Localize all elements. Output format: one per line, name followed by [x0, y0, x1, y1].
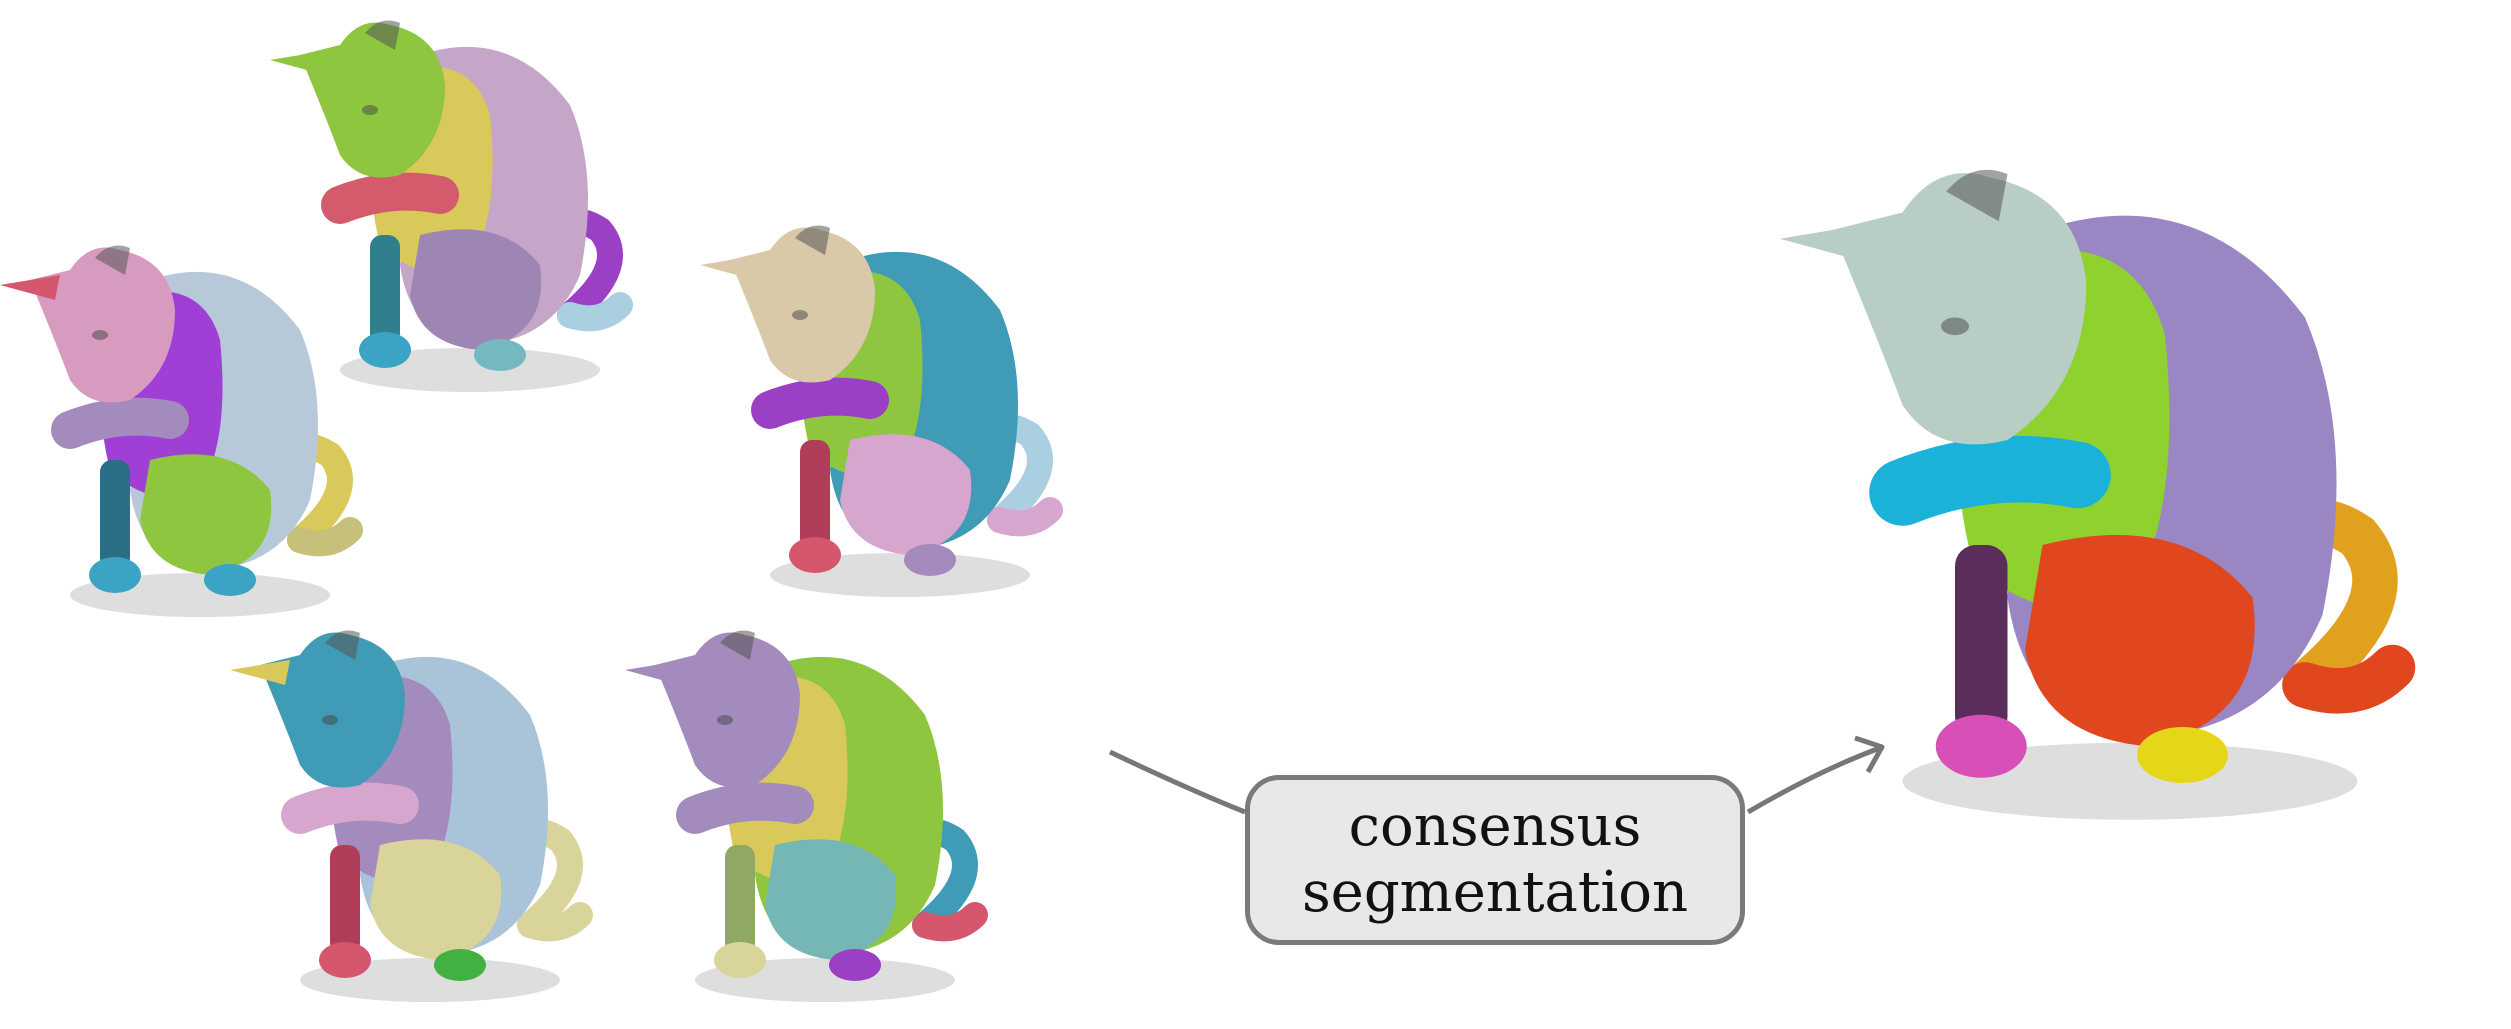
cat-tail-tip [2282, 644, 2416, 714]
cat-tail-tip [912, 902, 988, 942]
input-cat-2 [0, 245, 363, 617]
cat-hind-paw [2137, 727, 2228, 783]
cat-thigh [140, 454, 272, 575]
cat-tail-tip [987, 497, 1063, 537]
cat-eye [1941, 317, 1969, 335]
cat-front-leg [800, 440, 830, 550]
cat-eye [322, 715, 338, 725]
label-line-1: consensus [1348, 794, 1642, 859]
cat-eye [362, 105, 378, 115]
input-cat-4 [230, 630, 593, 1002]
arrow-out-line [1746, 745, 1881, 815]
consensus-cat [1780, 169, 2416, 820]
cat-front-paw [359, 332, 411, 368]
cat-thigh [765, 839, 897, 960]
cat-front-leg [370, 235, 400, 345]
arrow-out [1746, 735, 1885, 815]
cat-ear-tip [1780, 221, 1885, 265]
arrow-out-head [1854, 735, 1885, 774]
cat-front-paw [319, 942, 371, 978]
input-cat-3 [700, 225, 1063, 597]
cat-raised-foreleg [321, 172, 459, 224]
cat-front-paw [714, 942, 766, 978]
cat-ear-tip [230, 660, 290, 685]
cat-raised-foreleg [281, 782, 419, 834]
cat-front-paw [1935, 714, 2027, 778]
cat-hind-paw [204, 564, 256, 596]
cats-layer [0, 20, 2416, 1002]
cat-ear-tip [270, 50, 330, 75]
cat-front-leg [100, 460, 130, 570]
cat-ear-tip [700, 255, 760, 280]
cat-front-leg [330, 845, 360, 955]
cat-hind-paw [434, 949, 486, 981]
cat-thigh [370, 839, 502, 960]
arrow-in [1108, 749, 1246, 815]
cat-ear [95, 245, 130, 275]
cat-thigh [2025, 535, 2255, 747]
cat-front-leg [1955, 545, 2008, 738]
cat-ear-tip [625, 660, 685, 685]
cat-raised-foreleg [751, 377, 889, 429]
cat-hind-paw [474, 339, 526, 371]
cat-tail-tip [287, 517, 363, 557]
cat-head [1832, 173, 2087, 445]
cat-head [730, 227, 875, 383]
cat-head [300, 22, 445, 178]
cat-hind-paw [829, 949, 881, 981]
input-cat-5 [625, 630, 988, 1002]
cat-thigh [410, 229, 542, 350]
cat-ear [795, 225, 830, 255]
cat-ear [365, 20, 400, 50]
label-line-2: segmentation [1301, 860, 1689, 925]
cat-ear-tip [0, 275, 60, 300]
cat-eye [792, 310, 808, 320]
cat-raised-foreleg [676, 782, 814, 834]
cat-head [260, 632, 405, 788]
cat-front-leg [725, 845, 755, 955]
cat-ear [1946, 169, 2008, 222]
cat-hind-paw [904, 544, 956, 576]
cat-front-paw [89, 557, 141, 593]
cat-head [30, 247, 175, 403]
cat-ear [325, 630, 360, 660]
consensus-segmentation-box: consensus segmentation [1245, 775, 1745, 945]
arrow-in-line [1108, 749, 1246, 815]
cat-head [655, 632, 800, 788]
cat-eye [92, 330, 108, 340]
cat-ear [720, 630, 755, 660]
cat-raised-foreleg [1869, 435, 2111, 526]
cat-front-paw [789, 537, 841, 573]
cat-tail-tip [517, 902, 593, 942]
cat-eye [717, 715, 733, 725]
cat-thigh [840, 434, 972, 555]
input-cat-1 [270, 20, 633, 392]
cat-tail-tip [557, 292, 633, 332]
cat-raised-foreleg [51, 397, 189, 449]
